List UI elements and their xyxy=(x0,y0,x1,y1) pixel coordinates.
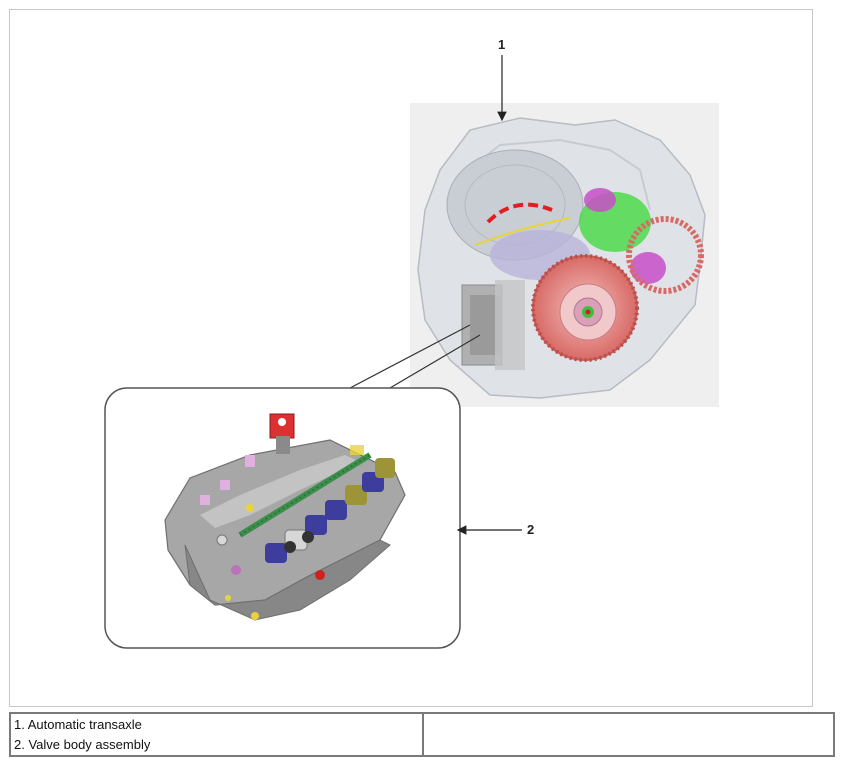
callout-2-label: 2 xyxy=(527,522,535,537)
callout-1-label: 1 xyxy=(498,37,506,52)
legend-item: 1. Automatic transaxle xyxy=(14,717,142,732)
legend-table: 1. Automatic transaxle 2. Valve body ass… xyxy=(9,712,835,757)
automatic-transaxle-illustration xyxy=(417,117,706,399)
zoom-line-2 xyxy=(389,334,481,389)
zoom-line-1 xyxy=(349,324,471,389)
legend-cell-right xyxy=(424,714,833,755)
legend-cell-left: 1. Automatic transaxle 2. Valve body ass… xyxy=(11,714,424,755)
valve-body-assembly-illustration xyxy=(164,413,406,621)
legend-item: 2. Valve body assembly xyxy=(14,737,151,752)
